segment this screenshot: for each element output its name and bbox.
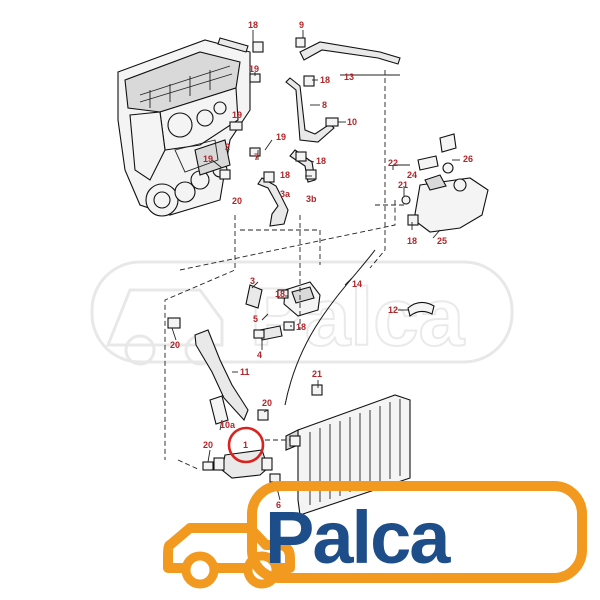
callout-6: 6 xyxy=(276,500,281,510)
callout-leaders xyxy=(171,30,460,501)
callout-22: 22 xyxy=(388,158,398,168)
hose-14 xyxy=(284,249,376,406)
palca-logo: Palca xyxy=(163,481,587,589)
callout-5: 5 xyxy=(253,314,258,324)
callout-19: 19 xyxy=(276,132,286,142)
callout-10a: 10a xyxy=(220,420,236,430)
highlight-circle xyxy=(227,426,265,464)
callout-2: 2 xyxy=(225,142,230,152)
callout-18: 18 xyxy=(320,75,330,85)
callout-11: 11 xyxy=(240,367,250,377)
car-icon xyxy=(163,523,295,589)
callout-18: 18 xyxy=(280,170,290,180)
callout-12: 12 xyxy=(388,305,398,315)
callout-13: 13 xyxy=(344,72,354,82)
callout-19: 19 xyxy=(203,154,213,164)
coolant-reservoir xyxy=(401,133,489,233)
callout-18: 18 xyxy=(275,289,285,299)
callout-20: 20 xyxy=(203,440,213,450)
callout-labels: 18 9 19 18 13 8 10 19 19 2 7 19 18 18 3a… xyxy=(170,20,473,510)
callout-3b: 3b xyxy=(306,194,317,204)
callout-14: 14 xyxy=(352,279,362,289)
leader-lines xyxy=(164,70,405,471)
callout-9: 9 xyxy=(299,20,304,30)
callout-20: 20 xyxy=(232,196,242,206)
watermark-text: Palca xyxy=(250,272,466,363)
callout-18: 18 xyxy=(248,20,258,30)
callout-25: 25 xyxy=(437,236,447,246)
hose-11 xyxy=(167,317,269,422)
engine-block xyxy=(117,39,251,217)
callout-26: 26 xyxy=(463,154,473,164)
callout-20: 20 xyxy=(170,340,180,350)
callout-20: 20 xyxy=(262,398,272,408)
logo-frame xyxy=(247,481,587,583)
callout-1: 1 xyxy=(243,440,248,450)
callout-18: 18 xyxy=(407,236,417,246)
callout-21: 21 xyxy=(398,180,408,190)
logo-text: Palca xyxy=(265,496,451,579)
callout-7: 7 xyxy=(254,152,259,162)
upper-hoses xyxy=(217,37,401,227)
callout-3a: 3a xyxy=(280,189,291,199)
callout-19: 19 xyxy=(232,110,242,120)
thermostat-housing xyxy=(245,281,321,341)
clamp-12 xyxy=(407,301,435,317)
callout-3: 3 xyxy=(250,276,255,286)
callout-18: 18 xyxy=(296,322,306,332)
callout-18: 18 xyxy=(316,156,326,166)
callout-19: 19 xyxy=(249,64,259,74)
watermark: Palca xyxy=(90,260,514,366)
callout-24: 24 xyxy=(407,170,417,180)
callout-4: 4 xyxy=(257,350,262,360)
callout-8: 8 xyxy=(322,100,327,110)
callout-21: 21 xyxy=(312,369,322,379)
callout-10: 10 xyxy=(347,117,357,127)
